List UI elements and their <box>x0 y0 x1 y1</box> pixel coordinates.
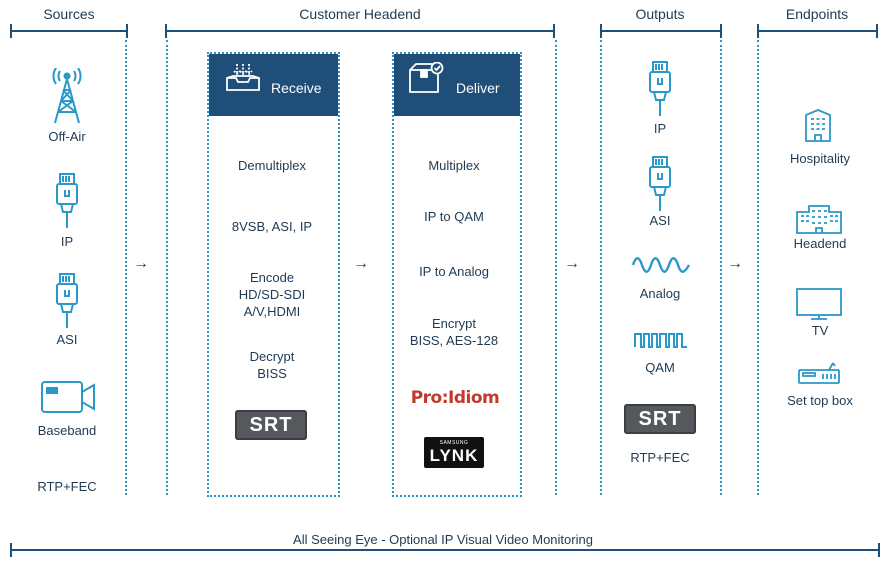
endpoint-tv: TV <box>811 323 829 338</box>
inbox-download-icon <box>225 62 261 97</box>
outputs-title: Outputs <box>635 6 685 22</box>
output-qam: QAM <box>645 360 675 375</box>
receive-header: Receive <box>209 54 338 116</box>
endpoint-hospitality: Hospitality <box>790 151 850 166</box>
receive-box: Receive <box>207 52 340 497</box>
video-camera-icon <box>40 380 96 419</box>
sources-title: Sources <box>43 6 95 22</box>
output-ip: IP <box>653 121 667 136</box>
receive-inputs: 8VSB, ASI, IP <box>231 219 313 234</box>
sources-bracket <box>10 24 128 38</box>
lynk-label: LYNK <box>429 446 479 465</box>
receive-decrypt: Decrypt <box>249 349 295 364</box>
deliver-encrypt: Encrypt <box>431 316 477 331</box>
source-baseband: Baseband <box>37 423 97 438</box>
source-off-air: Off-Air <box>48 129 86 144</box>
endpoints-title: Endpoints <box>785 6 849 22</box>
headend-bracket <box>165 24 555 38</box>
tv-icon <box>795 288 843 325</box>
srt-logo: SRT <box>235 410 307 440</box>
receive-demultiplex: Demultiplex <box>238 158 306 173</box>
deliver-ip-to-qam: IP to QAM <box>424 209 484 224</box>
ethernet-plug-icon <box>648 60 672 121</box>
ethernet-plug-icon <box>648 155 672 216</box>
outputs-bracket <box>600 24 722 38</box>
output-rtp-fec: RTP+FEC <box>630 450 690 465</box>
antenna-tower-icon <box>50 67 84 129</box>
divider-line <box>555 40 557 495</box>
endpoints-bracket <box>757 24 878 38</box>
source-asi: ASI <box>56 332 78 347</box>
deliver-multiplex: Multiplex <box>428 158 480 173</box>
divider-line <box>720 40 722 495</box>
source-ip: IP <box>60 234 74 249</box>
receive-biss: BISS <box>257 366 287 381</box>
output-asi: ASI <box>649 213 671 228</box>
divider-line <box>600 40 602 495</box>
divider-line <box>125 40 127 495</box>
ethernet-plug-icon <box>55 172 79 233</box>
divider-line <box>757 40 759 495</box>
hotel-building-icon <box>803 108 833 147</box>
deliver-ip-to-analog: IP to Analog <box>419 264 489 279</box>
srt-logo: SRT <box>624 404 696 434</box>
deliver-encrypt-methods: BISS, AES-128 <box>409 333 499 348</box>
proidiom-logo: Pro:Idiom <box>410 388 500 408</box>
monitoring-caption: All Seeing Eye - Optional IP Visual Vide… <box>293 532 593 547</box>
package-check-icon <box>408 61 444 99</box>
set-top-box-icon <box>797 362 841 391</box>
flow-arrow: → <box>133 255 149 272</box>
endpoint-headend: Headend <box>793 236 847 251</box>
headend-building-icon <box>795 204 843 239</box>
deliver-box: Deliver <box>392 52 522 497</box>
headend-title: Customer Headend <box>299 6 421 22</box>
analog-wave-icon <box>631 254 691 281</box>
flow-arrow: → <box>353 255 369 272</box>
deliver-title: Deliver <box>456 80 500 96</box>
deliver-header: Deliver <box>394 54 520 116</box>
qam-signal-icon <box>634 331 688 354</box>
receive-encode: Encode <box>249 270 295 285</box>
endpoint-set-top-box: Set top box <box>787 393 853 408</box>
receive-title: Receive <box>271 80 322 96</box>
monitoring-bracket <box>10 543 880 557</box>
receive-encode-formats: HD/SD-SDI <box>238 287 306 302</box>
receive-encode-av: A/V,HDMI <box>243 304 301 319</box>
flow-arrow: → <box>564 255 580 272</box>
samsung-lynk-logo: SAMSUNG LYNK <box>424 437 484 468</box>
samsung-label: SAMSUNG <box>439 440 469 446</box>
source-rtp-fec: RTP+FEC <box>37 479 97 494</box>
output-analog: Analog <box>639 286 681 301</box>
flow-arrow: → <box>727 255 743 272</box>
ethernet-plug-icon <box>55 272 79 333</box>
divider-line <box>166 40 168 495</box>
